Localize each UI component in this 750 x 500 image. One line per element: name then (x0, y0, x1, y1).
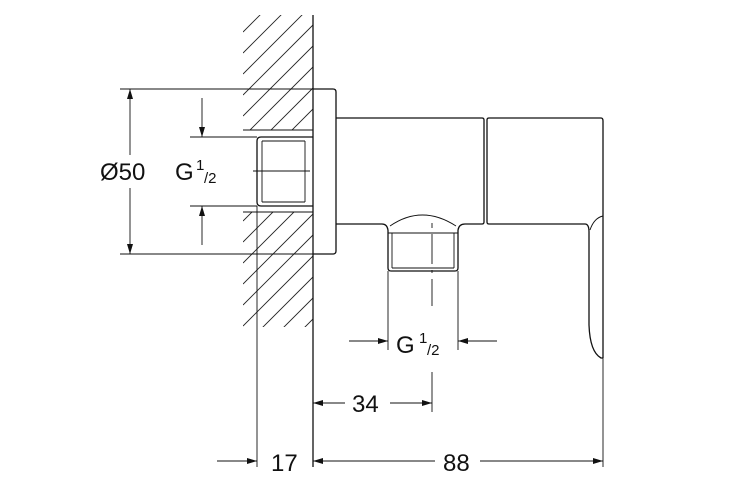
inlet-thread-denominator: /2 (204, 170, 217, 187)
hatch-line (243, 255, 313, 327)
inlet-thread-numerator: 1 (196, 157, 204, 174)
hatch-line (243, 192, 313, 264)
wall-hatching (243, 0, 313, 452)
valve-body (336, 117, 485, 231)
inlet-thread-label: G (175, 159, 194, 186)
depth-dimensions: 17 88 (217, 450, 603, 477)
hatch-line (243, 87, 313, 159)
hatch-line (243, 318, 313, 327)
flange-diameter-dimension: Ø50 (100, 88, 313, 255)
hatch-line (243, 276, 313, 327)
hatch-line (243, 361, 313, 431)
hatch-line (243, 382, 313, 452)
inlet-threaded-connector (253, 136, 313, 207)
hatch-line (243, 45, 313, 117)
outlet-thread-label: G (396, 332, 415, 359)
hatch-line (243, 0, 313, 11)
lever-handle (486, 117, 604, 359)
outlet-thread-dimension: G 1 /2 (349, 271, 497, 359)
outlet-offset-dimension: 34 (313, 391, 432, 418)
wall-flange (313, 88, 337, 255)
hatch-line (243, 66, 313, 138)
hatch-line (243, 108, 313, 180)
hatch-line (243, 150, 313, 222)
hatch-line (243, 129, 313, 201)
hatch-line (243, 15, 313, 54)
outlet-offset-label: 34 (352, 391, 379, 418)
hatch-line (243, 171, 313, 243)
outlet-thread-denominator: /2 (427, 342, 440, 359)
hatch-line (243, 213, 313, 285)
hatch-line (243, 340, 313, 410)
hatch-line (243, 15, 313, 75)
flange-diameter-label: Ø50 (100, 159, 145, 186)
outlet-thread-numerator: 1 (419, 330, 427, 347)
wall-depth-label: 17 (271, 450, 298, 477)
outlet-threaded-connector (387, 230, 459, 412)
projection-label: 88 (443, 450, 470, 477)
hatch-line (243, 234, 313, 306)
inlet-thread-dimension: G 1 /2 (175, 98, 257, 245)
hatch-line (243, 15, 313, 33)
hatch-line (243, 297, 313, 327)
hatch-line (243, 24, 313, 96)
